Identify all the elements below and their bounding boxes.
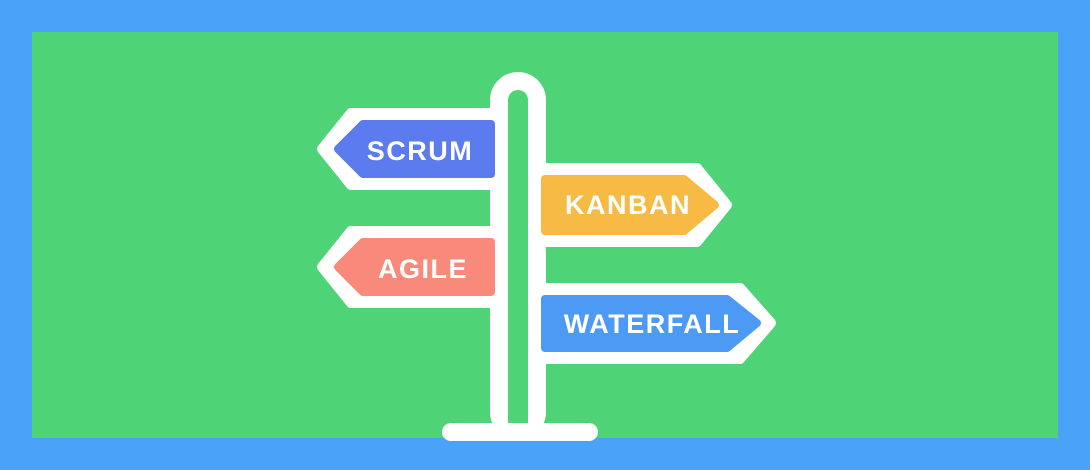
sign-agile: AGILE: [317, 226, 508, 308]
sign-waterfall-label: WATERFALL: [564, 309, 740, 339]
sign-agile-label: AGILE: [378, 254, 468, 284]
sign-kanban: KANBAN: [528, 163, 732, 247]
sign-scrum-face: [334, 120, 495, 178]
sign-waterfall-face: [541, 295, 761, 352]
post-inner-gap: [508, 90, 528, 440]
sign-agile-face: [334, 238, 495, 296]
sign-waterfall: WATERFALL: [528, 283, 776, 364]
sign-scrum-label: SCRUM: [367, 136, 474, 166]
sign-kanban-face: [541, 175, 719, 235]
sign-scrum: SCRUM: [317, 108, 508, 190]
sign-kanban-label: KANBAN: [565, 190, 691, 220]
post-base: [442, 423, 598, 441]
